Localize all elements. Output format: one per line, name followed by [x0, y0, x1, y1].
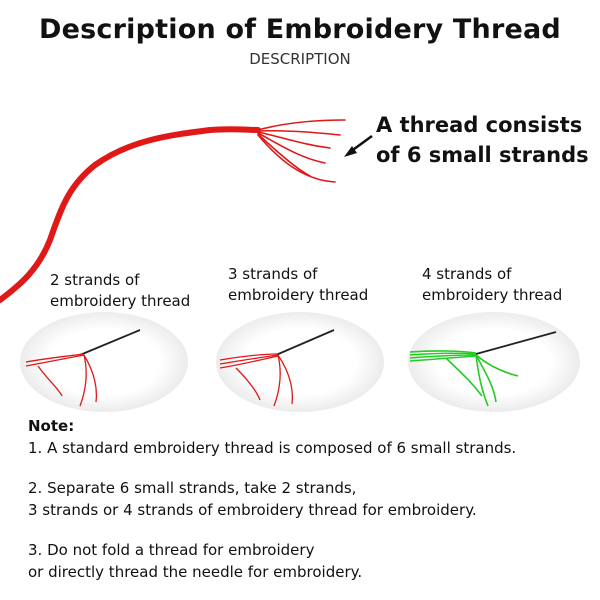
- note-item-1: 1. A standard embroidery thread is compo…: [28, 439, 517, 457]
- note-item-2-line-1: 2. Separate 6 small strands, take 2 stra…: [28, 479, 357, 497]
- strand-1: [257, 119, 346, 131]
- page-title: Description of Embroidery Thread: [39, 14, 561, 45]
- notes-section: Note: 1. A standard embroidery thread is…: [28, 415, 588, 583]
- strand-option-4-label: 4 strands of embroidery thread: [422, 264, 562, 306]
- callout-arrow-icon: [344, 134, 373, 157]
- option-label-line-1: 3 strands of: [228, 265, 318, 283]
- strand-option-3-image: [216, 312, 384, 412]
- strand-option-3-label: 3 strands of embroidery thread: [228, 264, 368, 306]
- thread-illustration: [0, 119, 346, 303]
- main-thread-cord: [0, 126, 261, 303]
- needle-icon: [475, 331, 557, 355]
- option-label-line-2: embroidery thread: [422, 286, 563, 304]
- strand-2: [257, 129, 341, 136]
- strand-4: [257, 132, 326, 164]
- page-subtitle: DESCRIPTION: [249, 50, 351, 68]
- note-item-3-line-2: or directly thread the needle for embroi…: [28, 563, 363, 581]
- needle-icon: [79, 329, 141, 356]
- note-item-3-line-1: 3. Do not fold a thread for embroidery: [28, 541, 315, 559]
- strand-6: [257, 134, 336, 183]
- strand-option-4-image: [408, 312, 580, 412]
- strand-callout: A thread consists of 6 small strands: [376, 110, 589, 170]
- option-label-line-2: embroidery thread: [50, 292, 191, 310]
- strand-option-2-image: [20, 312, 188, 412]
- note-item-2-line-2: 3 strands or 4 strands of embroidery thr…: [28, 501, 477, 519]
- callout-line-1: A thread consists: [376, 113, 583, 137]
- option-label-line-2: embroidery thread: [228, 286, 369, 304]
- strand-3: [257, 131, 331, 149]
- callout-line-2: of 6 small strands: [376, 143, 589, 167]
- strand-option-2-label: 2 strands of embroidery thread: [50, 270, 190, 312]
- option-label-line-1: 2 strands of: [50, 271, 140, 289]
- needle-icon: [275, 329, 335, 356]
- strand-5: [257, 133, 311, 177]
- option-label-line-1: 4 strands of: [422, 265, 512, 283]
- notes-heading: Note:: [28, 417, 75, 435]
